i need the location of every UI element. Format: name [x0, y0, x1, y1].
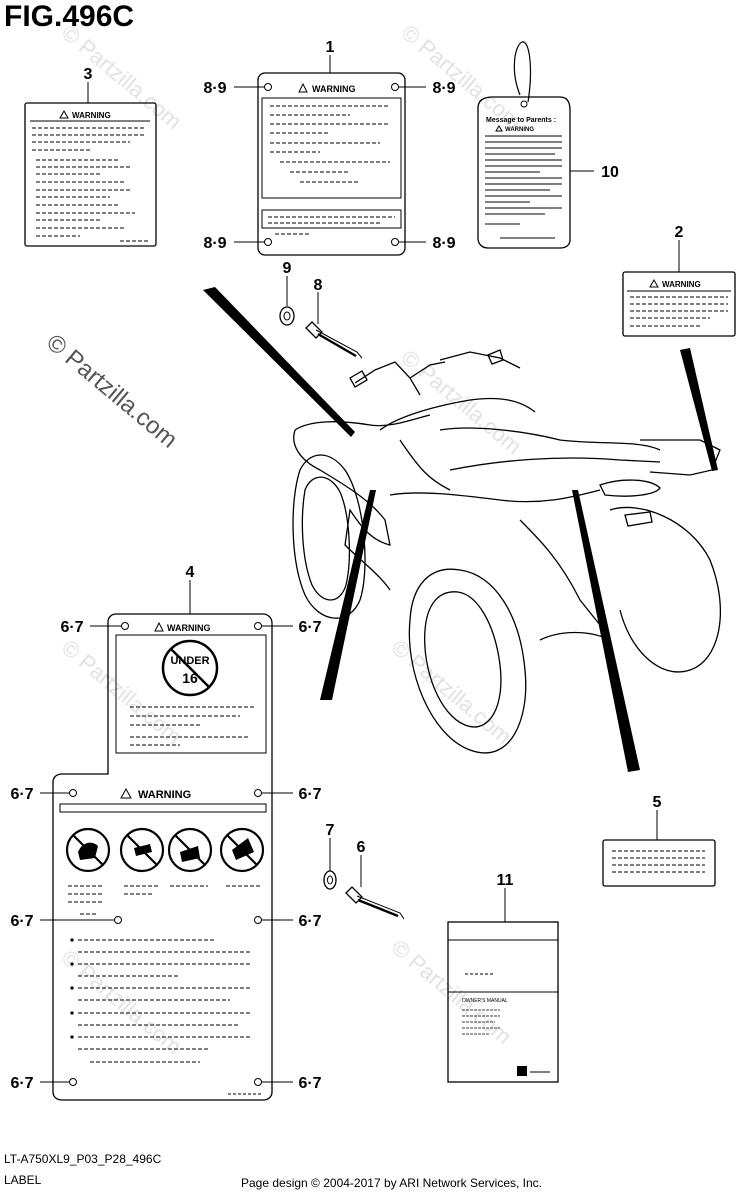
callout-3: 3 — [84, 66, 93, 83]
label-10[interactable]: Message to Parents : WARNING — [477, 41, 571, 249]
watermark: © Partzilla.com — [57, 945, 187, 1059]
callout-6: 6 — [357, 839, 366, 856]
figure-title: FIG.496C — [4, 0, 135, 33]
washer-9[interactable] — [279, 306, 295, 326]
page-credit: Page design © 2004-2017 by ARI Network S… — [241, 1176, 543, 1190]
callout-6-7-d: 6·7 — [298, 786, 321, 803]
callout-2: 2 — [675, 224, 684, 241]
callout-6-7-c: 6·7 — [10, 786, 33, 803]
callout-9: 9 — [283, 260, 292, 277]
rivet-6[interactable] — [345, 886, 405, 920]
atv-illustration — [292, 349, 722, 754]
label-2[interactable]: WARNING — [622, 271, 736, 337]
callout-7: 7 — [326, 822, 335, 839]
callout-6-7-e: 6·7 — [10, 913, 33, 930]
callout-6-7-a: 6·7 — [60, 619, 83, 636]
diagram-caption: LABEL — [4, 1173, 42, 1187]
watermark: © Partzilla.com — [387, 635, 517, 749]
rivet-8[interactable] — [305, 321, 363, 359]
watermark-main: © Partzilla.com — [41, 329, 182, 454]
diagram-code: LT-A750XL9_P03_P28_496C — [4, 1152, 162, 1166]
callout-1: 1 — [326, 39, 335, 56]
callout-6-7-h: 6·7 — [298, 1075, 321, 1092]
callout-numbers: 1 3 8·9 8·9 8·9 8·9 10 2 9 8 4 6·7 6·7 6… — [10, 39, 683, 1092]
label-2-warning: WARNING — [662, 280, 701, 289]
label-10-message: Message to Parents : — [486, 117, 556, 124]
watermarks: © Partzilla.com © Partzilla.com © Partzi… — [41, 20, 526, 1059]
callout-8-9-tr: 8·9 — [432, 80, 455, 97]
callout-8: 8 — [314, 277, 323, 294]
callout-6-7-g: 6·7 — [10, 1075, 33, 1092]
callout-4: 4 — [186, 564, 195, 581]
callout-leaders — [40, 55, 680, 1083]
label-1[interactable]: WARNING — [257, 72, 406, 256]
label-4-warning-top: WARNING — [167, 623, 211, 633]
callout-6-7-f: 6·7 — [298, 913, 321, 930]
washer-7[interactable] — [323, 870, 337, 890]
label-3[interactable]: WARNING — [24, 102, 157, 247]
callout-11: 11 — [497, 872, 514, 889]
callout-6-7-b: 6·7 — [298, 619, 321, 636]
label-1-warning: WARNING — [312, 84, 356, 94]
owners-manual-11[interactable]: OWNER'S MANUAL — [447, 921, 559, 1083]
callout-10: 10 — [601, 164, 619, 181]
callout-5: 5 — [653, 794, 662, 811]
label-3-warning: WARNING — [72, 111, 111, 120]
callout-8-9-tl: 8·9 — [203, 80, 226, 97]
label-4-warning-main: WARNING — [138, 789, 191, 801]
callout-8-9-bl: 8·9 — [203, 235, 226, 252]
leader-wedges — [203, 287, 718, 772]
label-4[interactable]: WARNING UNDER 16 WARNING — [52, 613, 273, 1101]
callout-8-9-br: 8·9 — [432, 235, 455, 252]
manual-title: OWNER'S MANUAL — [462, 998, 508, 1004]
label-4-age: 16 — [182, 670, 198, 686]
label-10-warning: WARNING — [505, 127, 534, 133]
label-4-under: UNDER — [170, 655, 209, 667]
label-5[interactable] — [602, 839, 716, 887]
